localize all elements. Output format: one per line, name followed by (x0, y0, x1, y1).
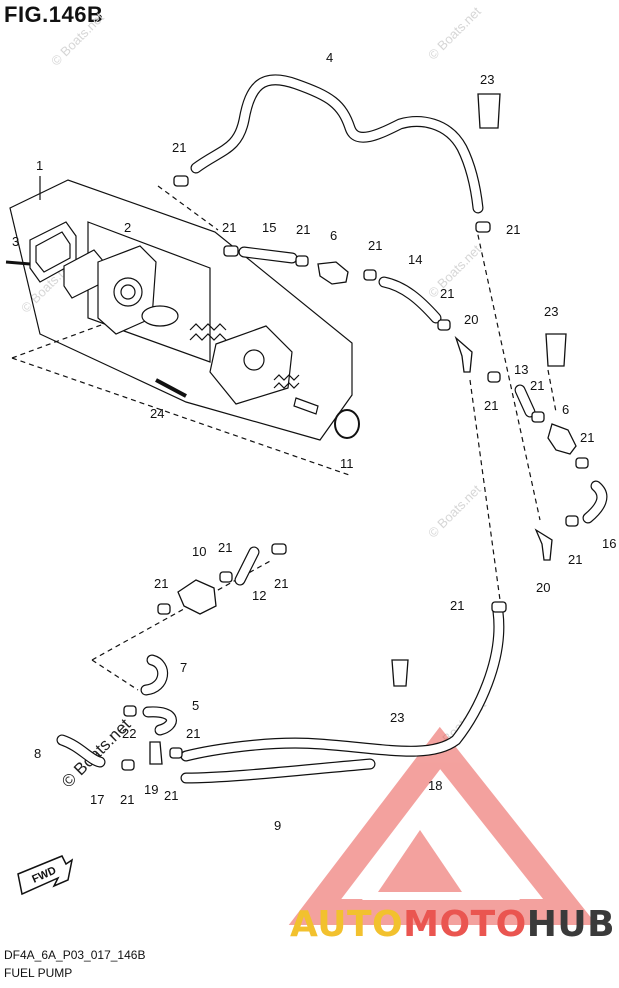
callout: 10 (192, 544, 206, 559)
callout: 1 (36, 158, 43, 173)
callout: 21 (186, 726, 200, 741)
figure-code: DF4A_6A_P03_017_146B (4, 948, 146, 962)
callout: 21 (368, 238, 382, 253)
callout: 23 (390, 710, 404, 725)
hoses (56, 74, 608, 784)
callout: 18 (428, 778, 442, 793)
callout: 21 (274, 576, 288, 591)
brand-triangle-logo (288, 726, 597, 925)
callout: 20 (536, 580, 550, 595)
callout: 21 (296, 222, 310, 237)
callout: 21 (120, 792, 134, 807)
callout: 3 (12, 234, 19, 249)
callout: 21 (506, 222, 520, 237)
callout: 15 (262, 220, 276, 235)
callout: 19 (144, 782, 158, 797)
callout: 7 (180, 660, 187, 675)
callout: 6 (330, 228, 337, 243)
callout: 21 (222, 220, 236, 235)
callout: 21 (484, 398, 498, 413)
callout: 21 (530, 378, 544, 393)
callout: 16 (602, 536, 616, 551)
spring-icons (189, 323, 300, 389)
callout: 2 (124, 220, 131, 235)
fwd-arrow-icon: FWD (17, 855, 74, 896)
pump-assembly-outline (9, 179, 353, 441)
fittings (121, 93, 589, 771)
callout-labels: 1 2 3 4 5 6 6 7 8 9 10 11 12 13 14 15 16… (12, 50, 616, 833)
callout: 20 (464, 312, 478, 327)
callout: 12 (252, 588, 266, 603)
callout: 21 (154, 576, 168, 591)
figure-caption: FUEL PUMP (4, 966, 73, 980)
callout: 21 (450, 598, 464, 613)
callout: 5 (192, 698, 199, 713)
pump-parts (5, 221, 360, 439)
callout: 17 (90, 792, 104, 807)
callout: 21 (440, 286, 454, 301)
callout: 14 (408, 252, 422, 267)
callout: 21 (580, 430, 594, 445)
callout: 21 (568, 552, 582, 567)
callout: 23 (480, 72, 494, 87)
callout: 24 (150, 406, 164, 421)
callout: 4 (326, 50, 333, 65)
callout: 9 (274, 818, 281, 833)
callout: 11 (340, 456, 354, 471)
callout: 8 (34, 746, 41, 761)
callout: 6 (562, 402, 569, 417)
callout: 21 (172, 140, 186, 155)
brand-logo: AUTOMOTOHUB (290, 904, 616, 945)
figure-title: FIG.146B (4, 2, 104, 27)
callout: 21 (218, 540, 232, 555)
callout: 23 (544, 304, 558, 319)
callout: 21 (164, 788, 178, 803)
callout: 22 (122, 726, 136, 741)
callout: 13 (514, 362, 528, 377)
